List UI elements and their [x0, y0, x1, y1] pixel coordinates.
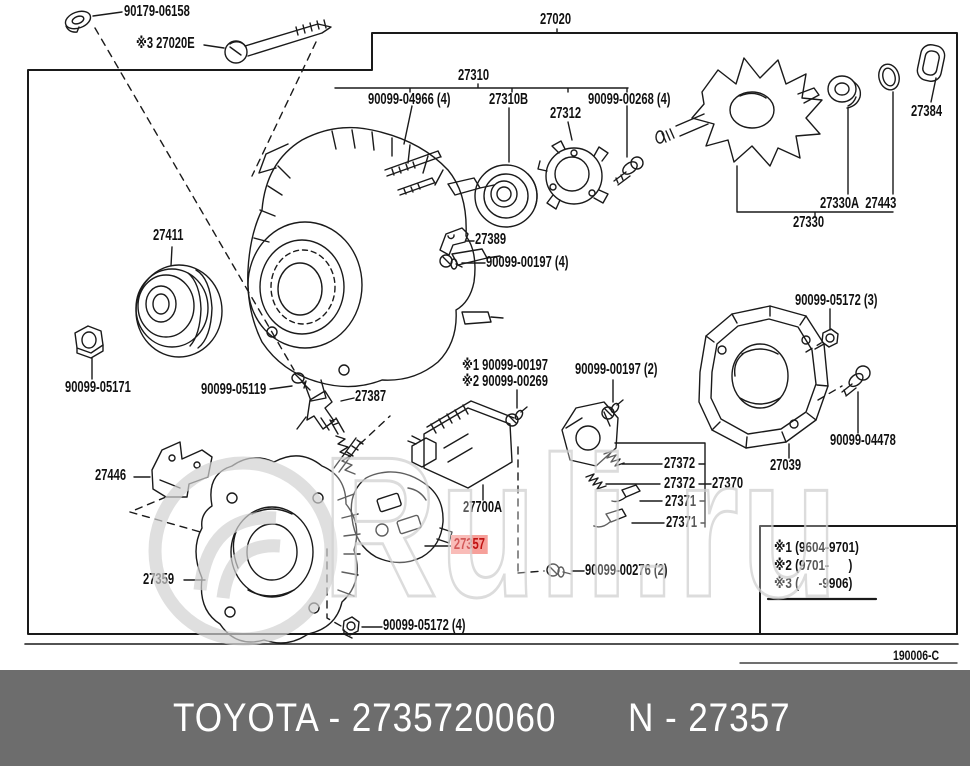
part-label-27371-b: 27371 — [666, 514, 698, 531]
part-label-27700A: 27700A — [463, 499, 503, 516]
notes-box — [759, 525, 958, 635]
bearing-27330A-drawing — [827, 75, 862, 109]
part-label-27330: 27330 — [793, 214, 825, 231]
retainer-27312-drawing — [537, 140, 609, 210]
part-label-27389: 27389 — [475, 231, 507, 248]
regulator-27700A-drawing — [407, 400, 515, 489]
insulator-27387-drawing — [296, 390, 335, 431]
grommet-27384-drawing — [916, 44, 946, 82]
part-label-27357-highlighted: 27357 — [451, 535, 488, 554]
part-label-90099-00197-4: 90099-00197 (4) — [486, 254, 569, 271]
part-label-27310B: 27310B — [489, 91, 529, 108]
screw-00197-drawing — [439, 254, 463, 270]
part-label-90099-00276: 90099-00276 (2) — [585, 562, 668, 579]
rotor-27330-drawing — [655, 57, 823, 167]
part-label-27411: 27411 — [153, 227, 184, 244]
note-line-1: ※1 (9604-9701) — [774, 539, 859, 556]
part-label-27384: 27384 — [911, 103, 943, 120]
rear-cover-27039-drawing — [698, 305, 829, 449]
part-label-note2-90099-00269: ※2 90099-00269 — [462, 373, 548, 390]
holder-housing-27370-drawing — [561, 401, 619, 467]
brush-holder-27357-drawing — [329, 417, 453, 564]
through-bolt-27020E-drawing — [203, 19, 332, 64]
part-label-90099-05171: 90099-05171 — [65, 379, 131, 396]
part-label-90099-05172-4: 90099-05172 (4) — [383, 617, 466, 634]
note-line-2: ※2 (9701- ) — [774, 557, 853, 574]
pulley-27411-drawing — [135, 264, 223, 358]
part-label-90099-04966: 90099-04966 (4) — [368, 91, 451, 108]
part-label-27371-a: 27371 — [665, 493, 697, 510]
part-label-27372-b: 27372 — [664, 475, 696, 492]
leader-lines — [91, 28, 937, 628]
part-label-27330A-27443: 27330A 27443 — [820, 195, 897, 212]
part-label-90179-06158: 90179-06158 — [124, 3, 190, 20]
part-label-27310: 27310 — [458, 67, 490, 84]
part-label-27372-a: 27372 — [664, 455, 696, 472]
part-label-27020E: ※3 27020E — [136, 35, 195, 52]
bolt-04478-drawing — [841, 365, 871, 397]
diagram-code: 190006-C — [893, 647, 940, 663]
rear-frame-27359-drawing — [195, 437, 364, 644]
part-label-note1-90099-00197: ※1 90099-00197 — [462, 357, 548, 374]
nut-05172-4-drawing — [342, 616, 360, 639]
washer-nut-90179-drawing — [64, 10, 123, 33]
screw-00276-drawing — [546, 563, 572, 578]
part-label-90099-05119: 90099-05119 — [201, 381, 267, 398]
bolt-00268-drawing — [613, 156, 644, 186]
part-label-27359: 27359 — [143, 571, 175, 588]
bracket-27446-drawing — [151, 441, 213, 498]
stud-bolts-drawing — [384, 150, 442, 196]
part-label-90099-00268: 90099-00268 (4) — [588, 91, 671, 108]
clamp-27389-drawing — [439, 227, 469, 256]
part-label-27020: 27020 — [540, 11, 572, 28]
nut-05172-3-drawing — [821, 328, 839, 348]
footer-part-code: TOYOTA - 2735720060 — [173, 696, 557, 740]
part-label-27370: 27370 — [712, 475, 744, 492]
footer-bar: TOYOTA - 2735720060 N - 27357 — [0, 670, 970, 766]
part-label-27039: 27039 — [770, 457, 802, 474]
part-label-90099-05172-3: 90099-05172 (3) — [795, 292, 878, 309]
part-label-27387: 27387 — [355, 388, 387, 405]
footer-part-number: N - 27357 — [628, 696, 791, 740]
alternator-assembly-drawing — [247, 126, 504, 402]
part-label-90099-04478: 90099-04478 — [830, 432, 896, 449]
part-label-27446: 27446 — [95, 467, 127, 484]
springs-brushes-drawing — [585, 450, 641, 528]
note-line-3: ※3 ( -9906) — [774, 575, 853, 592]
oring-27443-drawing — [878, 63, 900, 91]
part-label-27312: 27312 — [550, 105, 582, 122]
part-label-90099-00197-2: 90099-00197 (2) — [575, 361, 658, 378]
bearing-27310B-drawing — [474, 164, 538, 228]
screw-05119-drawing — [291, 372, 311, 391]
nut-05171-drawing — [74, 325, 104, 359]
